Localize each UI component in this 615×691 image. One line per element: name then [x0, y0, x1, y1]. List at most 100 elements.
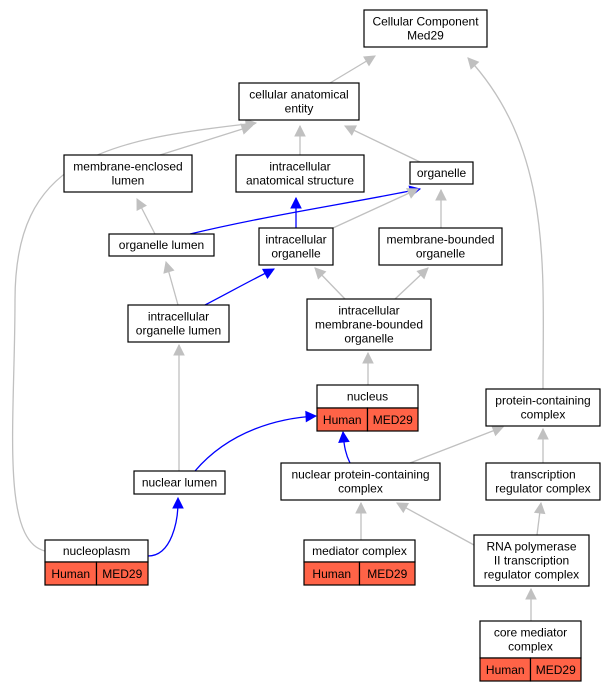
annotation-species-label: Human: [323, 413, 362, 427]
node-box: [280, 462, 441, 501]
node-box: [378, 227, 503, 266]
node-label-line: RNA polymerase: [486, 540, 576, 554]
edge-imbo-to-io: [314, 267, 346, 300]
go-term-node-ol[interactable]: organelle lumen: [108, 233, 215, 257]
edge-rnap-to-npcc: [396, 502, 475, 546]
node-label-line: complex: [508, 640, 553, 654]
node-box: [485, 388, 601, 427]
node-label-line: intracellular: [265, 233, 326, 247]
node-label-line: protein-containing: [495, 394, 590, 408]
edge-arrowhead: [305, 410, 318, 423]
node-label-line: transcription: [510, 468, 575, 482]
annotation-gene-label: MED29: [373, 413, 413, 427]
edge-arrowhead: [363, 55, 376, 67]
node-label-line: anatomical structure: [246, 174, 354, 188]
edge-cmc-to-rnap: [525, 587, 537, 621]
node-label-line: Med29: [407, 29, 444, 43]
edge-arrowhead: [406, 188, 420, 199]
node-label-line: regulator complex: [495, 482, 590, 496]
annotation-gene-label: MED29: [102, 567, 142, 581]
node-label-line: organelle: [271, 247, 321, 261]
node-label-line: cellular anatomical: [249, 88, 348, 102]
node-label-line: intracellular: [148, 310, 209, 324]
node-label-line: II transcription: [494, 554, 569, 568]
edge-org-to-cae: [343, 125, 421, 163]
node-box: [133, 470, 226, 495]
node-box: [306, 298, 432, 351]
node-label-line: intracellular: [269, 160, 330, 174]
node-box: [127, 304, 230, 343]
annotation-species-label: Human: [312, 567, 351, 581]
node-box: [363, 9, 488, 48]
node-label-line: organelle: [416, 247, 466, 261]
edge-nl-to-iol: [173, 343, 185, 471]
edge-line: [189, 188, 421, 235]
edge-arrowhead: [314, 267, 327, 280]
edge-nuc-to-imbo: [362, 351, 374, 385]
edge-cae-to-cc: [329, 55, 376, 84]
annotation-species-label: Human: [486, 663, 525, 677]
node-label-line: nucleus: [347, 390, 388, 404]
node-box: [238, 82, 360, 121]
edge-arrowhead: [163, 260, 175, 274]
node-label-line: organelle lumen: [119, 238, 204, 252]
annotation-gene-cell: [358, 561, 416, 586]
edge-arrowhead: [355, 501, 367, 514]
annotation-gene-label: MED29: [367, 567, 407, 581]
edge-arrowhead: [435, 188, 447, 201]
node-box: [258, 227, 334, 266]
edge-arrowhead: [244, 118, 258, 130]
go-term-node-org[interactable]: organelle: [409, 161, 474, 185]
annotation-gene-cell: [529, 657, 582, 682]
node-box: [485, 462, 601, 501]
edge-arrowhead: [173, 343, 185, 356]
edge-io-to-ias: [290, 196, 302, 228]
node-label-line: Cellular Component: [372, 15, 479, 29]
edge-arrowhead: [525, 587, 537, 600]
edge-io-to-org: [332, 188, 420, 229]
node-label-line: nuclear protein-containing: [291, 468, 429, 482]
edge-layer: [11, 55, 549, 621]
edge-arrowhead: [261, 268, 275, 280]
edge-arrowhead: [533, 501, 546, 515]
edge-line: [194, 415, 317, 472]
edge-line: [204, 268, 275, 306]
node-box: [108, 233, 215, 257]
edge-arrowhead: [136, 198, 147, 212]
edge-imbo-to-mbo: [394, 267, 429, 300]
annotation-species-label: Human: [51, 567, 90, 581]
node-box: [235, 154, 365, 193]
edge-ias-to-cae: [294, 124, 306, 155]
edge-line: [332, 188, 419, 229]
edge-np-to-cae: [11, 118, 258, 552]
node-box: [63, 154, 193, 193]
node-label-line: entity: [285, 102, 314, 116]
node-box: [473, 534, 590, 587]
edge-arrowhead: [537, 427, 549, 440]
edge-pcc-to-cc: [467, 57, 545, 390]
go-term-node-nl[interactable]: nuclear lumen: [133, 470, 226, 495]
node-label-line: mediator complex: [312, 544, 407, 558]
edge-arrowhead: [362, 351, 374, 364]
node-label-line: organelle lumen: [136, 324, 221, 338]
edge-np-to-nl: [147, 496, 184, 557]
edge-ol-to-org: [189, 185, 422, 235]
node-label-line: complex: [521, 408, 566, 422]
